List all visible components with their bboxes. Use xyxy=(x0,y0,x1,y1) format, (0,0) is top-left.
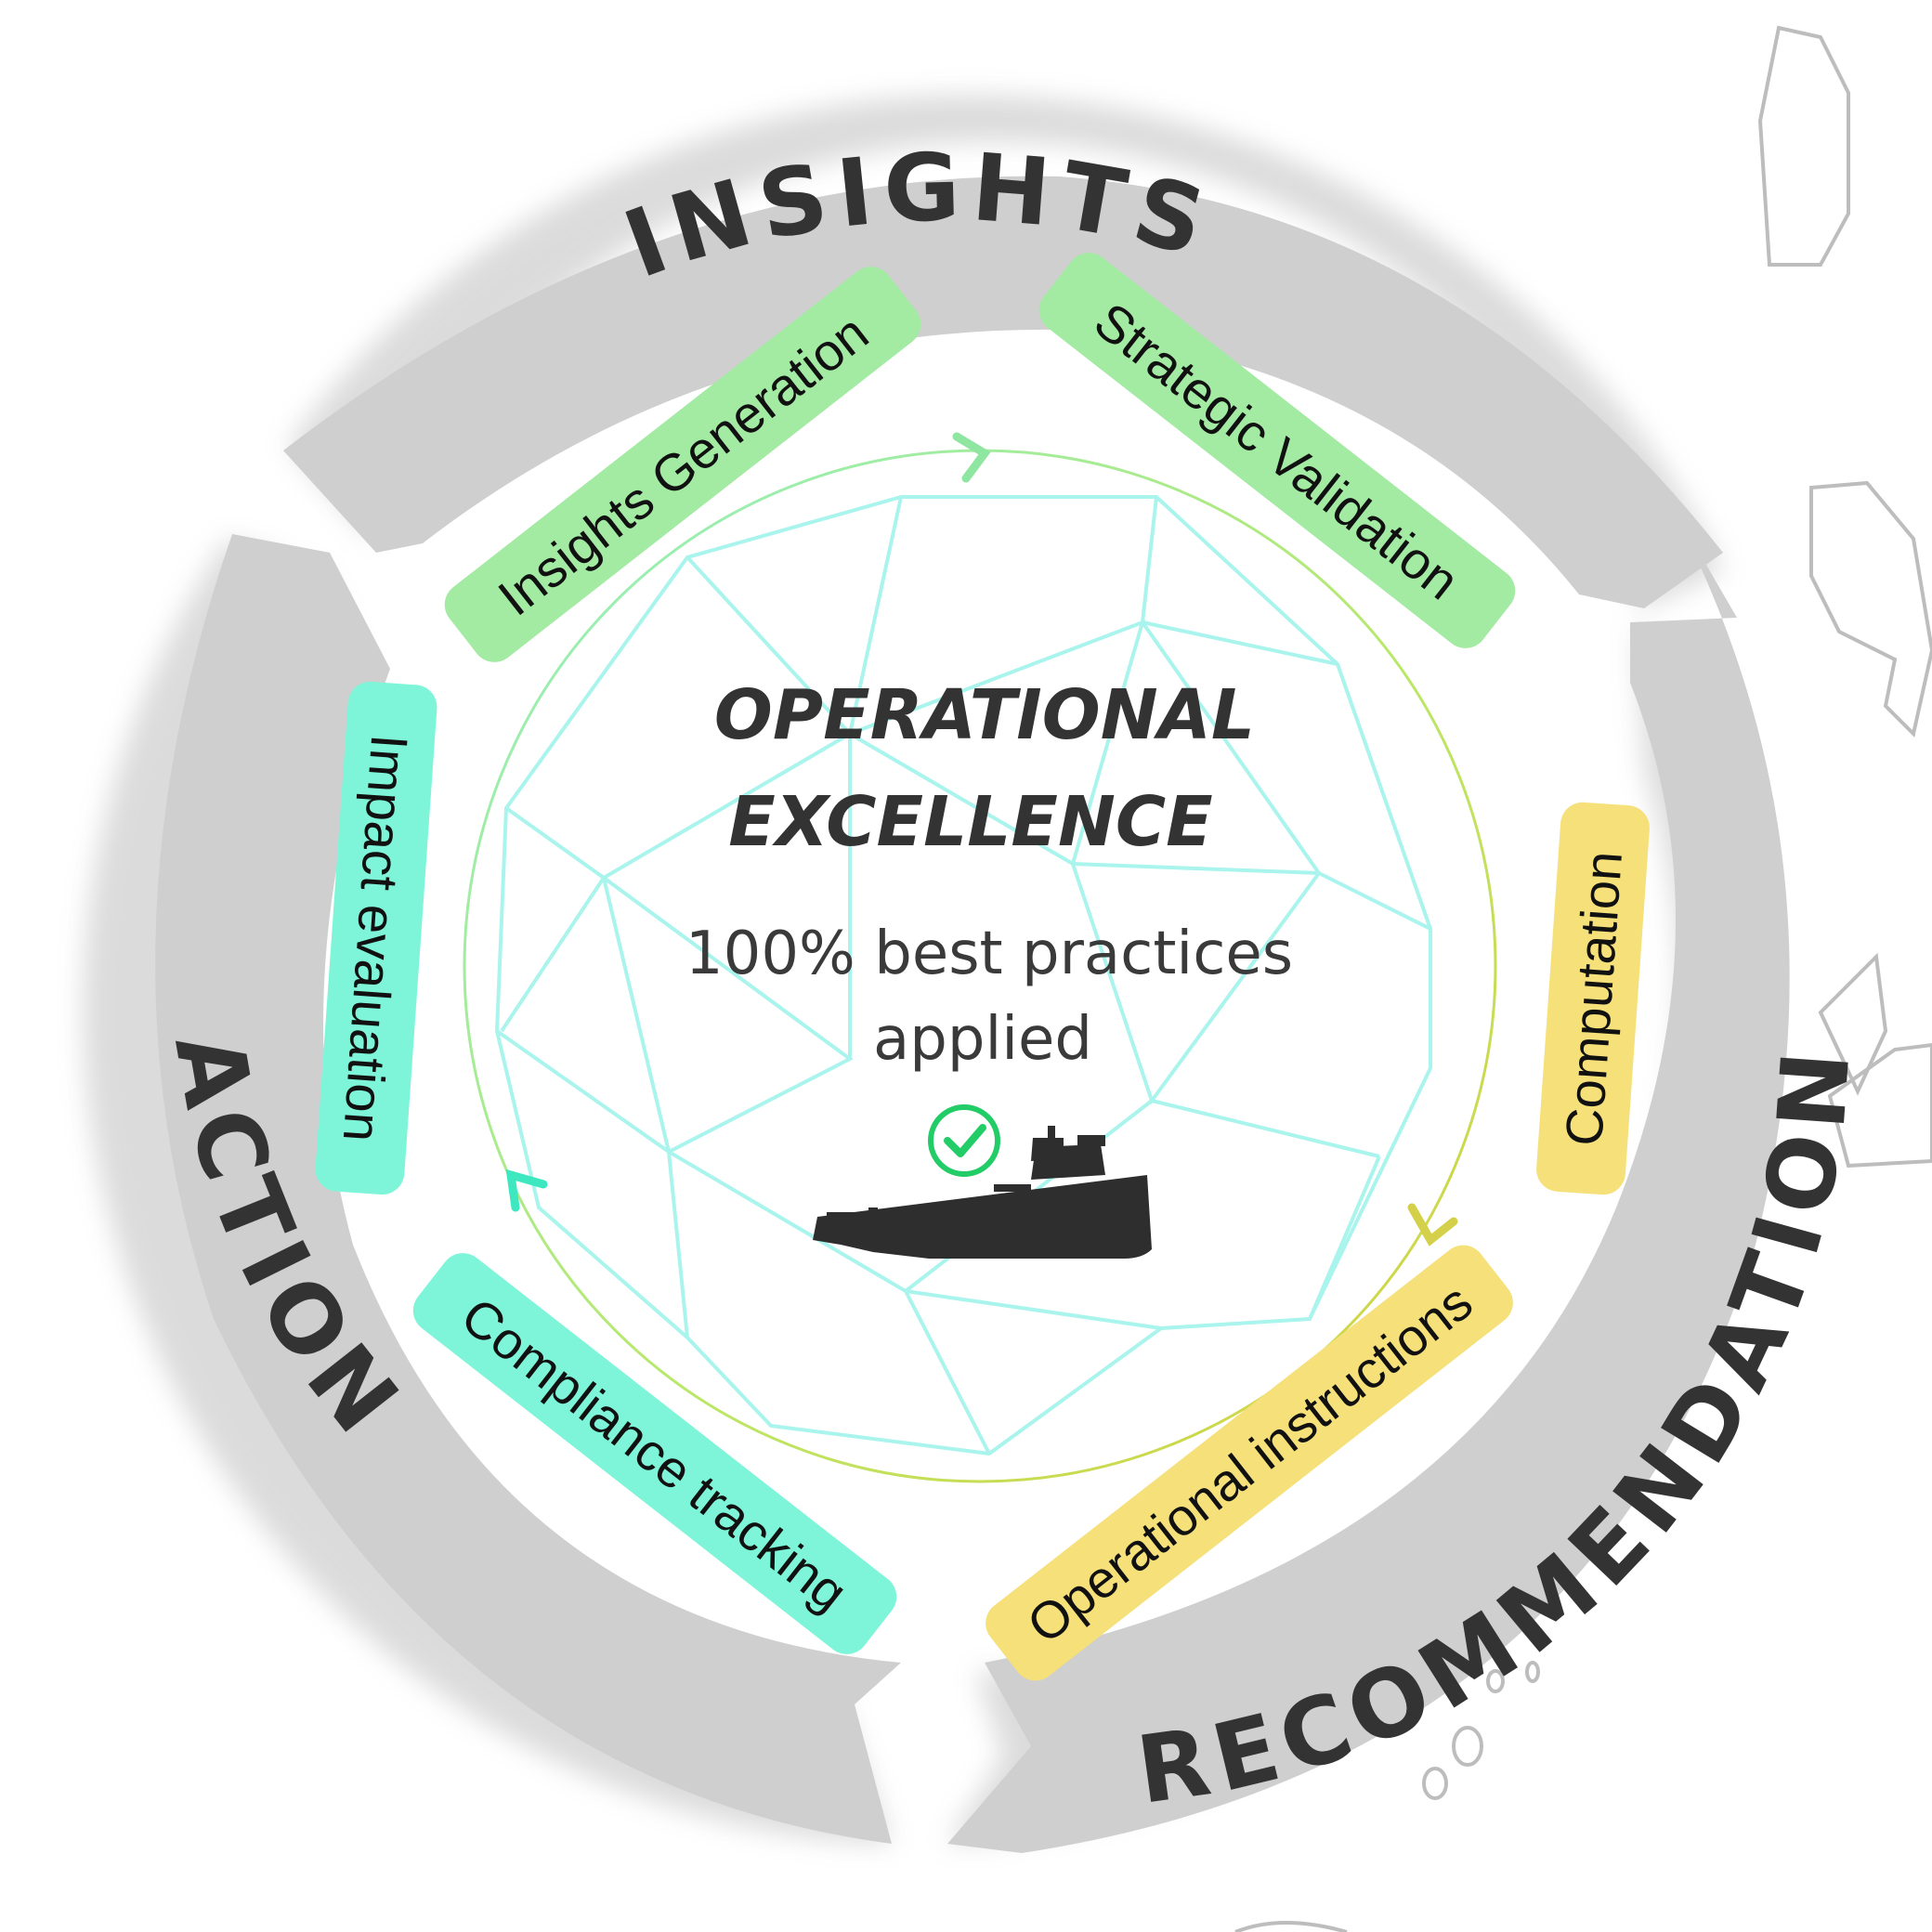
ring-arrow-top xyxy=(952,432,991,483)
check-circle-icon xyxy=(928,1104,1000,1177)
recommendation-arc-arrow xyxy=(947,474,1790,1853)
ship-icon xyxy=(813,1126,1152,1259)
center-title-line1: OPERATIONAL xyxy=(714,675,1255,755)
center-subtitle-line2: applied xyxy=(873,1005,1092,1074)
insights-arc-arrow xyxy=(283,176,1723,608)
ring-arrow-right xyxy=(1407,1203,1458,1247)
ring-arrow-left xyxy=(505,1168,548,1212)
background-map-outline xyxy=(1234,25,1932,1932)
step-impact-evaluation: Impact evaluation xyxy=(315,681,437,1195)
outer-cycle xyxy=(83,95,1790,1853)
action-arc-arrow xyxy=(155,534,902,1844)
step-computation: Computation xyxy=(1536,802,1650,1195)
center-subtitle-line1: 100% best practices xyxy=(685,920,1293,988)
center-title-line2: EXCELLENCE xyxy=(728,782,1212,862)
geodesic-sphere xyxy=(494,495,1432,1456)
